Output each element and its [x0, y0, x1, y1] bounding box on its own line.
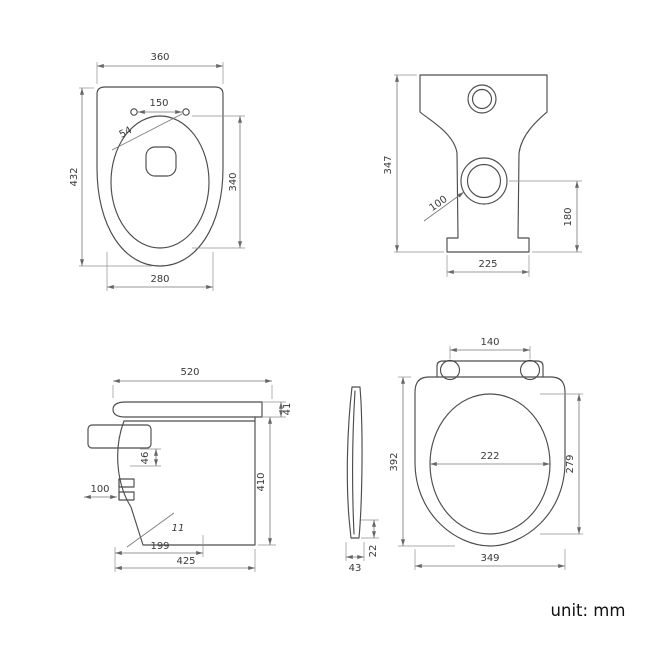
- hinge-bar-outline: [436, 360, 544, 378]
- seat-lid-outline: [112, 401, 263, 418]
- dim-side-rim-offset: 46: [140, 452, 151, 465]
- hinge-left: [439, 359, 461, 381]
- dim-front-overall-height: 347: [383, 155, 394, 174]
- seat-top-dimensions: 140 392 279 222 349: [389, 337, 583, 570]
- dim-seat-opening-width: 222: [480, 451, 499, 462]
- dim-side-bowl-height: 410: [256, 472, 267, 491]
- pan-plan-outline: [96, 86, 224, 267]
- dim-side-overall-depth: 520: [180, 367, 199, 378]
- dim-front-base-width: 225: [478, 259, 497, 270]
- seat-top-view: 140 392 279 222 349: [389, 337, 583, 570]
- fixing-hole-left: [130, 108, 138, 116]
- dim-top-overall-depth: 432: [69, 167, 80, 186]
- unit-label: unit: mm: [551, 601, 626, 620]
- dim-seat-profile-thickness: 22: [368, 545, 379, 558]
- dim-top-hole-diameter: 54: [118, 125, 134, 141]
- dim-seat-profile-depth: 43: [349, 563, 362, 574]
- pan-front-outline: [419, 74, 548, 253]
- dim-side-base-angle: 11: [172, 523, 185, 534]
- hinge-right: [519, 359, 541, 381]
- inlet-hole-inner: [471, 88, 493, 110]
- dim-top-bowl-width: 280: [150, 274, 169, 285]
- seat-profile-dimensions: 43 22: [345, 519, 379, 574]
- wall-frame-shape: [87, 424, 152, 449]
- front-view-dimensions: 347 100 225 180: [383, 74, 582, 277]
- dim-front-outlet-height: 180: [563, 207, 574, 226]
- dim-side-base-depth: 425: [176, 556, 195, 567]
- angle-leader-line: [126, 512, 175, 548]
- dim-seat-overall-width: 349: [480, 553, 499, 564]
- dim-side-inlet-offset: 100: [90, 484, 109, 495]
- front-view: 347 100 225 180: [383, 74, 582, 277]
- dim-top-hole-span: 150: [149, 98, 168, 109]
- seat-profile-view: 43 22: [345, 386, 379, 574]
- dim-side-seat-height: 41: [282, 403, 293, 416]
- outlet-hole-outer: [460, 157, 508, 205]
- dim-top-bowl-depth: 340: [228, 172, 239, 191]
- inlet-hole-outer: [467, 84, 497, 114]
- flush-outlet-shape: [145, 146, 177, 177]
- bowl-opening-outline: [110, 115, 210, 249]
- top-view-dimensions: 360 150 54 432 340 280: [69, 52, 245, 291]
- seat-top-outline: [414, 376, 566, 547]
- dim-seat-overall-depth: 392: [389, 452, 400, 471]
- pan-side-outline: [117, 416, 256, 546]
- seat-profile-outline: [346, 386, 363, 539]
- outlet-hole-inner: [466, 163, 502, 199]
- fixing-hole-right: [182, 108, 190, 116]
- dim-seat-opening-depth: 279: [565, 454, 576, 473]
- seat-profile-inner-line: [352, 390, 356, 535]
- side-view: 520 41 410 46 100 11 199 425: [84, 367, 293, 572]
- dim-front-outlet-diameter: 100: [428, 194, 450, 214]
- dim-top-overall-width: 360: [150, 52, 169, 63]
- leader-line: [111, 113, 183, 151]
- side-view-dimensions: 520 41 410 46 100 11 199 425: [84, 367, 293, 572]
- top-view: 360 150 54 432 340 280: [69, 52, 245, 291]
- leader-line: [423, 191, 465, 222]
- dim-side-base-front-offset: 199: [150, 541, 169, 552]
- dim-seat-hinge-span: 140: [480, 337, 499, 348]
